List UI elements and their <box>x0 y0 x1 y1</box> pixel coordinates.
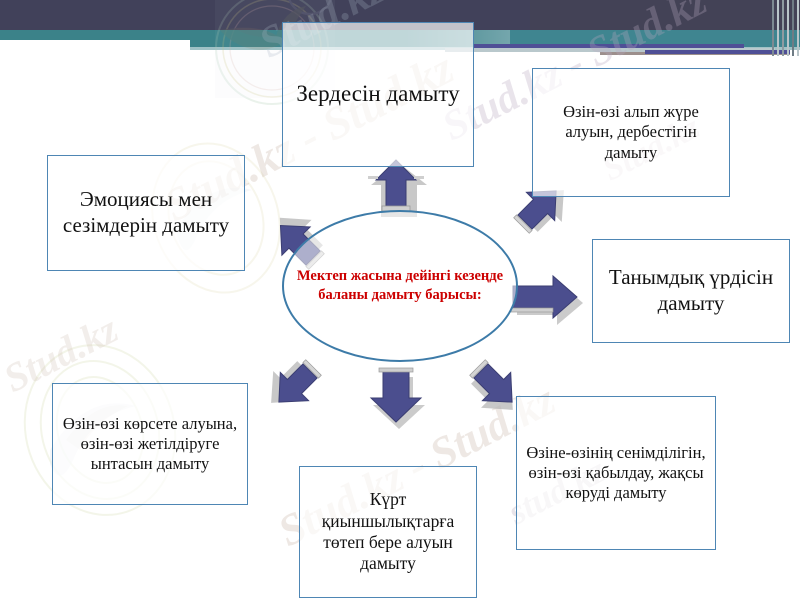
header-stripe-purple-2 <box>645 50 790 54</box>
node-box-right[interactable]: Танымдық үрдісін дамыту <box>592 239 790 343</box>
node-box-top[interactable]: Зердесін дамыту <box>282 22 474 167</box>
node-label-bottom-left: Өзін-өзі көрсете алуына, өзін-өзі жетілд… <box>62 413 238 474</box>
header-white-wedge <box>0 40 190 62</box>
header-stripe-gray <box>445 48 775 52</box>
header-stripe-purple-1 <box>474 44 744 48</box>
node-label-top-right: Өзін-өзі алып жүре алуын, дербестігін да… <box>563 102 699 162</box>
arrow-right <box>510 274 583 325</box>
node-box-bottom[interactable]: Күрт қиыншылықтарға төтеп бере алуын дам… <box>299 466 477 598</box>
node-box-top-right[interactable]: Өзін-өзі алып жүре алуын, дербестігін да… <box>532 68 730 197</box>
node-box-left[interactable]: Эмоциясы мен сезімдерін дамыту <box>47 155 245 271</box>
arrow-up <box>368 159 427 217</box>
node-box-bottom-right[interactable]: Өзіне-өзінің сенімділігін, өзін-өзі қабы… <box>516 396 716 550</box>
node-label-left: Эмоциясы мен сезімдерін дамыту <box>62 187 230 237</box>
node-box-bottom-left[interactable]: Өзін-өзі көрсете алуына, өзін-өзі жетілд… <box>52 383 248 505</box>
header-teal-band-right <box>510 30 800 47</box>
node-label-right: Танымдық үрдісін дамыту <box>608 265 774 315</box>
node-label-bottom-right: Өзіне-өзінің сенімділігін, өзін-өзі қабы… <box>526 442 706 503</box>
header-tick-marks <box>772 0 800 56</box>
node-label-top: Зердесін дамыту <box>296 81 460 107</box>
arrow-down-left <box>271 359 322 403</box>
node-label-bottom: Күрт қиыншылықтарға төтеп бере алуын дам… <box>321 489 455 574</box>
center-node-ellipse[interactable]: Мектеп жасына дейінгі кезеңде баланы дам… <box>282 210 518 362</box>
center-node-label: Мектеп жасына дейінгі кезеңде баланы дам… <box>296 268 504 303</box>
arrow-down <box>369 367 425 429</box>
